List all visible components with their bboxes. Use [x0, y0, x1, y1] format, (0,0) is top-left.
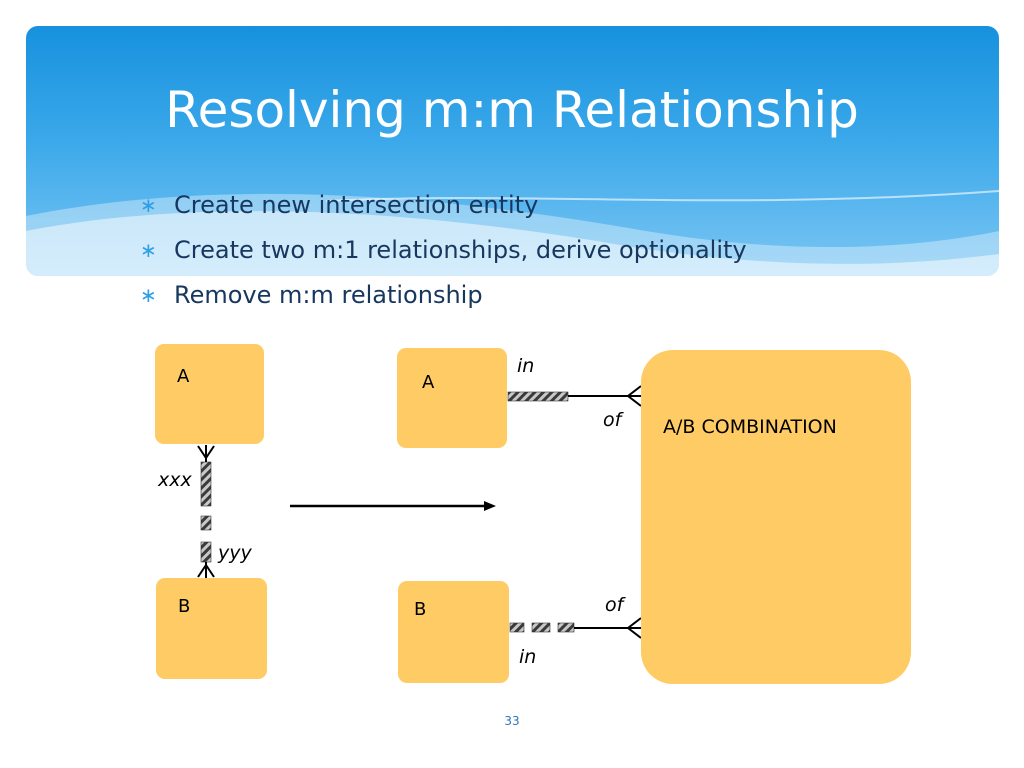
- bullet-text: Remove m:m relationship: [174, 281, 483, 309]
- label-yyy: yyy: [218, 542, 252, 564]
- label-xxx: xxx: [158, 469, 192, 491]
- left-mm-relationship: [197, 445, 215, 578]
- transform-arrow: [290, 501, 496, 511]
- label-a-of: of: [603, 409, 622, 431]
- entity-label: B: [414, 599, 427, 620]
- entity-b-right: B: [398, 581, 509, 683]
- entity-label: A: [177, 366, 190, 387]
- entity-b-left: B: [156, 578, 267, 679]
- bullet-text: Create two m:1 relationships, derive opt…: [174, 236, 747, 264]
- bullet-item: ∗ Create two m:1 relationships, derive o…: [140, 231, 747, 276]
- entity-label: A/B COMBINATION: [663, 416, 837, 438]
- bullet-item: ∗ Remove m:m relationship: [140, 276, 747, 321]
- wave-decoration: [26, 190, 999, 276]
- bullet-item: ∗ Create new intersection entity: [140, 186, 747, 231]
- relationship-a-combination: [507, 385, 642, 407]
- entity-label: B: [178, 596, 191, 617]
- bullet-list: ∗ Create new intersection entity ∗ Creat…: [140, 186, 747, 321]
- relationship-b-combination: [509, 617, 642, 639]
- asterisk-bullet-icon: ∗: [140, 283, 157, 307]
- entity-ab-combination: A/B COMBINATION: [641, 350, 911, 684]
- asterisk-bullet-icon: ∗: [140, 238, 157, 262]
- label-a-in: in: [517, 355, 535, 377]
- label-b-in: in: [519, 646, 537, 668]
- header-banner: [26, 26, 999, 276]
- entity-a-right: A: [397, 348, 507, 448]
- page-number: 33: [504, 714, 520, 728]
- entity-label: A: [422, 372, 435, 393]
- entity-a-left: A: [155, 344, 264, 444]
- label-b-of: of: [605, 594, 624, 616]
- asterisk-bullet-icon: ∗: [140, 193, 157, 217]
- bullet-text: Create new intersection entity: [174, 191, 539, 219]
- slide-title: Resolving m:m Relationship: [165, 81, 859, 139]
